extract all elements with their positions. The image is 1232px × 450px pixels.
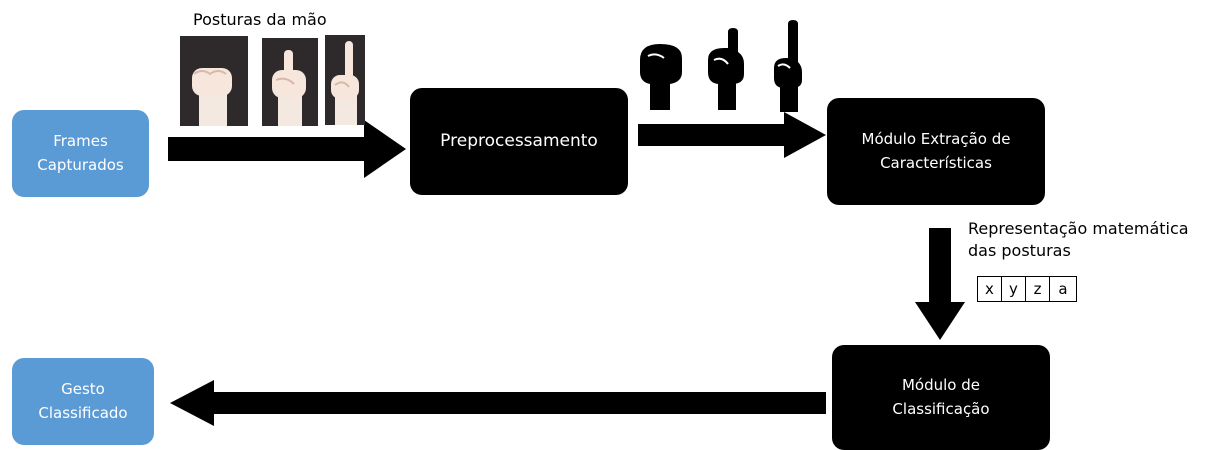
thumb-index-hand-photo <box>262 38 318 126</box>
arrow-classification-to-result <box>170 380 826 426</box>
arrow-preproc-to-extraction <box>638 112 826 158</box>
vector-cell-z: z <box>1026 277 1050 301</box>
classification-label: Módulo de Classificação <box>892 376 990 418</box>
feature-vector: x y z a <box>977 276 1077 302</box>
thumb-index-silhouette-icon <box>708 28 744 110</box>
preprocessing-label: Preprocessamento <box>440 131 598 152</box>
fist-hand-photo <box>180 36 248 126</box>
index-finger-silhouette-icon <box>774 20 802 112</box>
frames-captured-label: Frames Capturados <box>37 132 124 174</box>
hand-postures-label: Posturas da mão <box>193 10 327 29</box>
feature-extraction-node: Módulo Extração de Características <box>827 98 1045 205</box>
classified-gesture-label: Gesto Classificado <box>38 380 128 422</box>
arrow-frames-to-preproc <box>168 120 406 178</box>
feature-extraction-label: Módulo Extração de Características <box>861 130 1011 172</box>
frames-captured-node: Frames Capturados <box>12 110 149 197</box>
preprocessing-node: Preprocessamento <box>410 88 628 195</box>
arrow-extraction-to-classification <box>915 228 965 340</box>
math-representation-label: Representação matemática das posturas <box>968 219 1189 261</box>
classification-node: Módulo de Classificação <box>832 345 1050 450</box>
index-finger-hand-photo <box>325 35 365 125</box>
fist-silhouette-icon <box>640 44 682 110</box>
vector-cell-a: a <box>1058 280 1068 298</box>
vector-cell-x: x <box>978 277 1002 301</box>
classified-gesture-node: Gesto Classificado <box>12 358 154 445</box>
vector-cell-y: y <box>1002 277 1026 301</box>
